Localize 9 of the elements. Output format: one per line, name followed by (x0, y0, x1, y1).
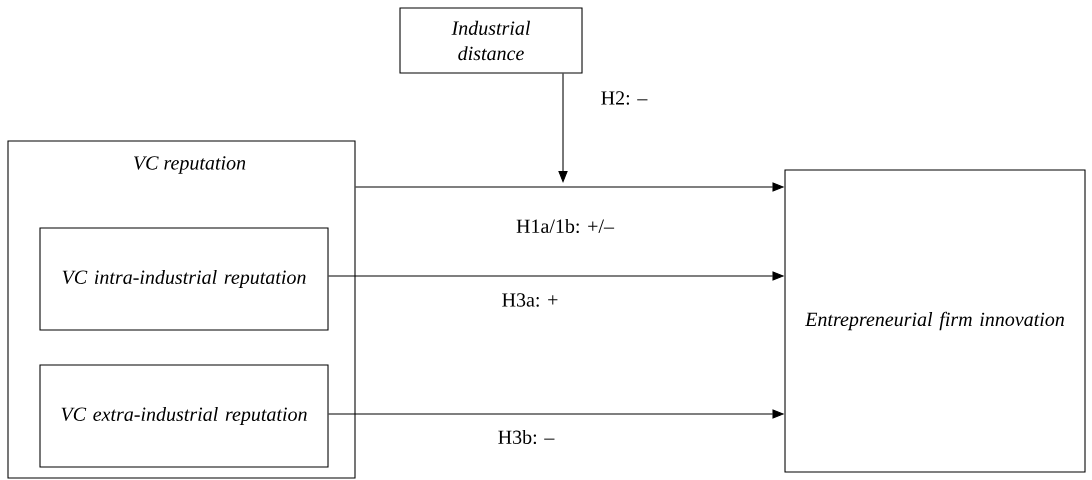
edge-label: H2: – (599, 89, 649, 107)
moderator-box: Industrial distance (399, 7, 583, 74)
edge-label: H1a/1b: +/– (514, 217, 616, 235)
construct-box: VC extra-industrial reputation (39, 364, 329, 468)
edge-label: H3b: – (496, 428, 556, 446)
edge-label: H3a: + (500, 291, 560, 309)
outcome-box: Entrepreneurial firm innovation (784, 169, 1086, 473)
arrow (558, 73, 568, 183)
construct-box: VC intra-industrial reputation (39, 227, 329, 331)
